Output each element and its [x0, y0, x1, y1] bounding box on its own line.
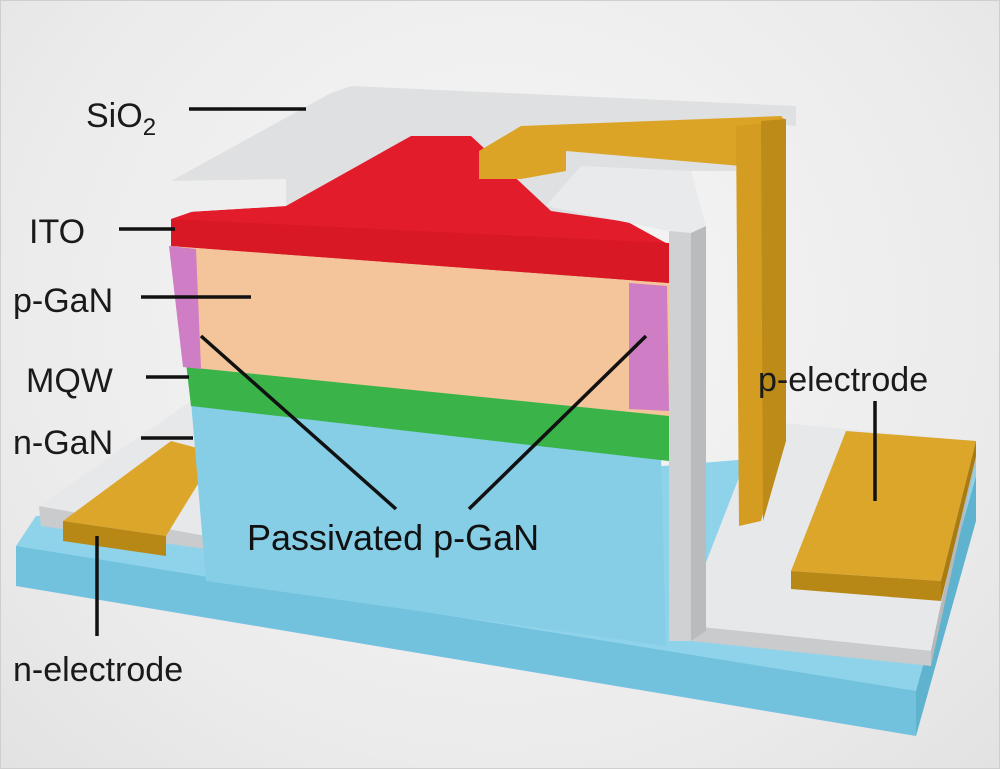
svg-text:SiO2: SiO2: [86, 97, 156, 141]
passivated-p-gan: [169, 246, 669, 411]
p-electrode-track: [479, 116, 786, 526]
mqw-layer: [186, 363, 669, 461]
n-gan-layer: [191, 401, 666, 646]
label-p-gan: p-GaN: [13, 282, 251, 320]
svg-text:ITO: ITO: [29, 213, 85, 251]
label-mqw: MQW: [26, 362, 189, 400]
ito-layer: [171, 136, 669, 283]
label-p-electrode: p-electrode: [758, 361, 928, 501]
svg-text:p-GaN: p-GaN: [13, 282, 113, 320]
svg-text:MQW: MQW: [26, 362, 113, 400]
label-passivated-p-gan: Passivated p-GaN: [199, 334, 648, 558]
p-gan-layer: [179, 246, 669, 416]
label-sio2: SiO2: [86, 97, 306, 141]
n-electrode-pad: [63, 441, 201, 556]
svg-text:Passivated p-GaN: Passivated p-GaN: [247, 517, 539, 558]
label-n-electrode: n-electrode: [13, 536, 183, 689]
label-n-gan: n-GaN: [13, 424, 193, 462]
svg-text:n-electrode: n-electrode: [13, 651, 183, 689]
p-electrode-pad: [791, 431, 976, 601]
label-ito: ITO: [29, 213, 175, 251]
svg-text:n-GaN: n-GaN: [13, 424, 113, 462]
svg-text:p-electrode: p-electrode: [758, 361, 928, 399]
